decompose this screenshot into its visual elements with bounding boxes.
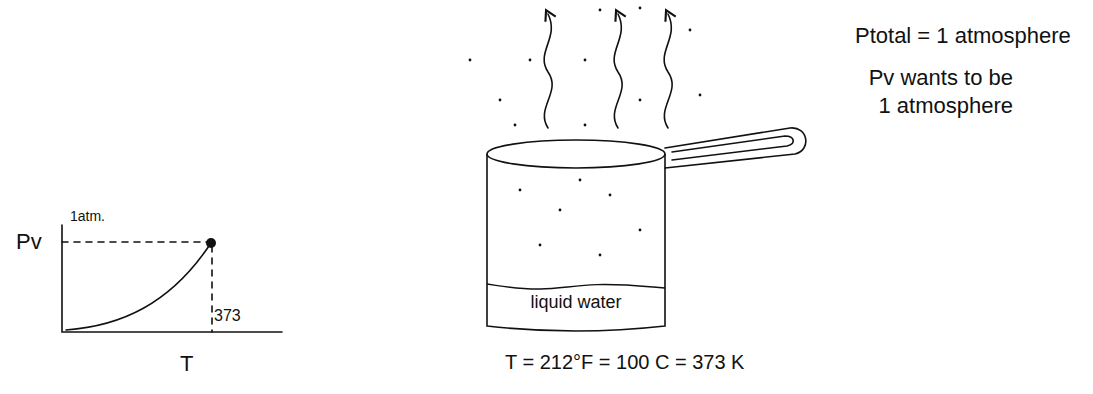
note-label: 373 bbox=[214, 306, 254, 326]
note-label: T bbox=[180, 350, 204, 378]
graph-axes bbox=[62, 225, 282, 332]
note-label: Pv bbox=[16, 228, 56, 256]
note-label: 1atm. bbox=[70, 208, 130, 226]
pot: liquid water bbox=[487, 140, 665, 332]
steam-wiggle bbox=[614, 14, 622, 128]
pot-handle bbox=[672, 136, 793, 160]
boiling-point-dot bbox=[206, 238, 216, 248]
steam-wiggle bbox=[544, 14, 552, 128]
note-label: T = 212°F = 100 C = 373 K bbox=[505, 350, 785, 375]
vapor-pressure-curve bbox=[66, 243, 211, 330]
note-label: Pv wants to be 1 atmosphere bbox=[855, 64, 1013, 119]
vapor-dots bbox=[469, 7, 702, 257]
note-label: Ptotal = 1 atmosphere bbox=[855, 22, 1093, 50]
steam-wiggle bbox=[664, 14, 672, 128]
dashed-guide bbox=[211, 246, 213, 332]
pot-handle bbox=[665, 128, 806, 168]
dashed-guide bbox=[62, 241, 208, 243]
water-label: liquid water bbox=[487, 292, 665, 313]
